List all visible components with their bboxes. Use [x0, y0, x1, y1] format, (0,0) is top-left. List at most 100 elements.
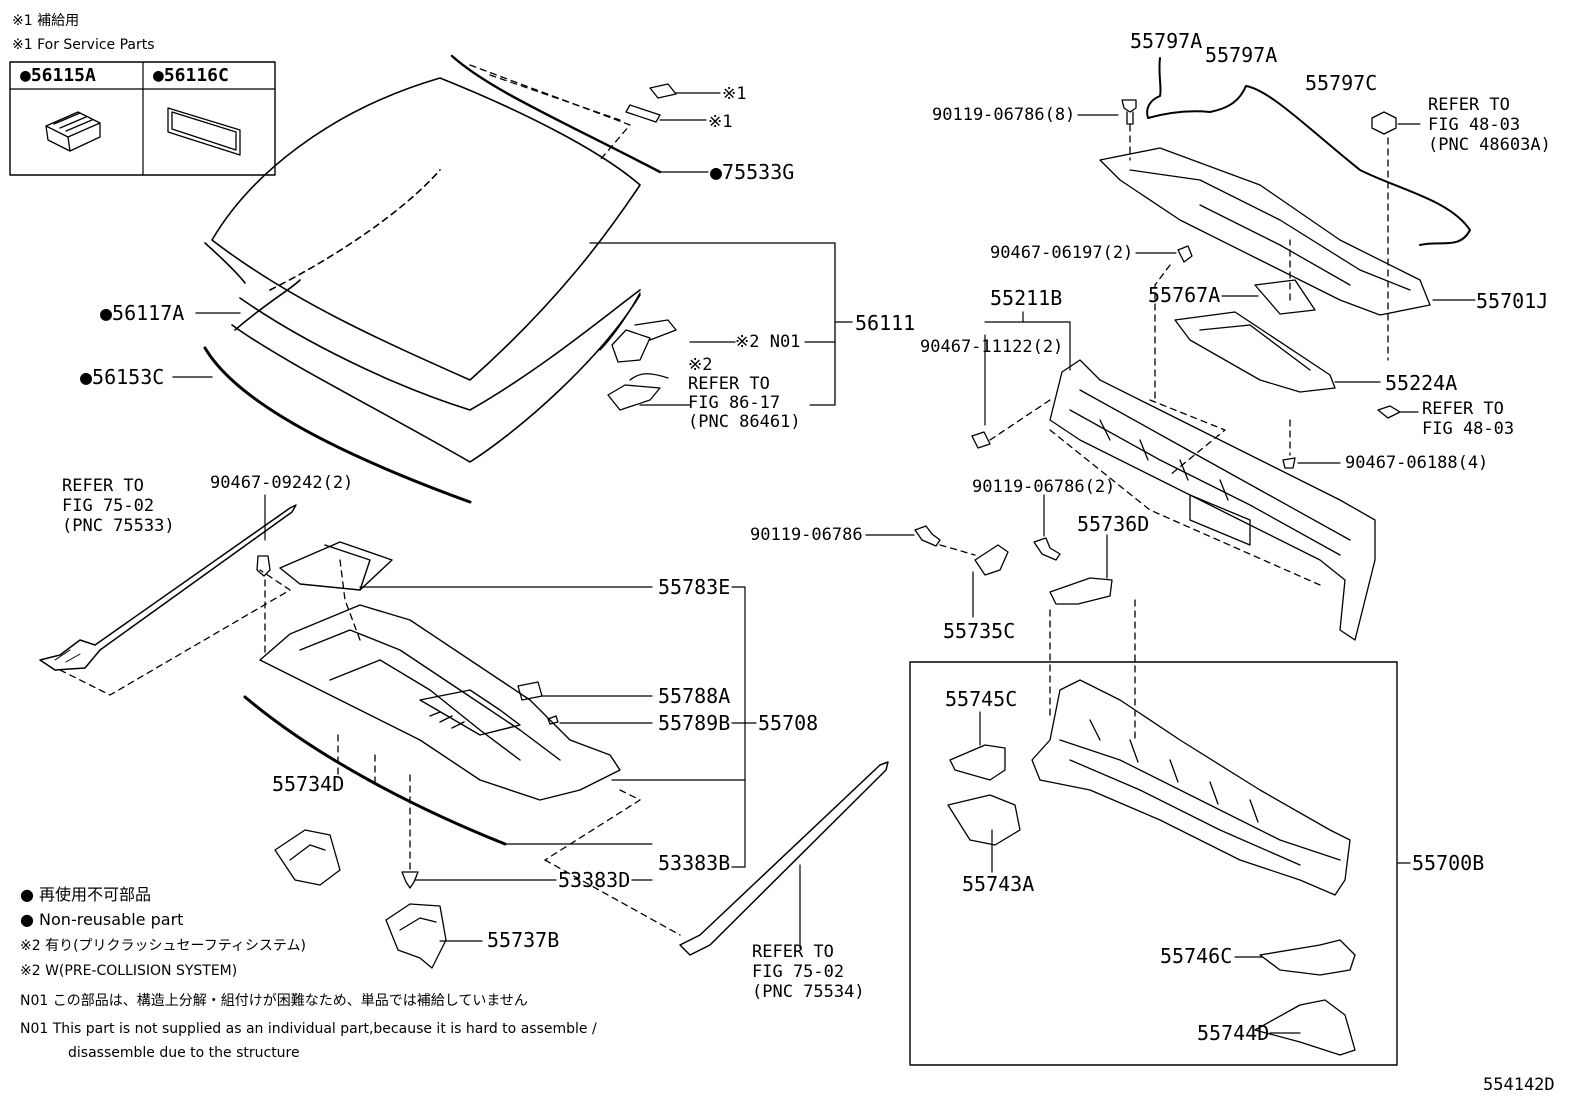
label-55767A: 55767A: [1148, 283, 1221, 307]
label-N01: ※2 N01: [735, 332, 801, 352]
label-refer-48-03b-line2: FIG 48-03: [1422, 419, 1515, 439]
label-service-1b: ※1: [708, 112, 733, 132]
label-55743A: 55743A: [962, 872, 1035, 896]
cowl-panel-55708-drawing: [259, 541, 621, 801]
moulding-75533G-drawing: [450, 54, 662, 174]
clip-90467-11122-drawing: [971, 431, 991, 449]
bolt-90119-2-drawing: [1033, 537, 1061, 561]
bracket-55746C-drawing: [1259, 939, 1356, 976]
clips-service-parts-drawing: [625, 83, 677, 123]
legend-w2-en: ※2 W(PRE-COLLISION SYSTEM): [20, 963, 238, 979]
panel-55224A-drawing: [1174, 311, 1336, 393]
label-refer-48-03a-line2: FIG 48-03: [1428, 115, 1521, 135]
seal-55767A-drawing: [1254, 279, 1316, 315]
label-90119-06786-8: 90119-06786(8): [932, 105, 1076, 125]
label-55744D: 55744D: [1197, 1021, 1270, 1045]
legend-nonreuse-en: ● Non-reusable part: [20, 910, 184, 929]
label-55797C: 55797C: [1305, 71, 1378, 95]
leader-55211B: [984, 311, 1071, 426]
service-parts-box: [9, 61, 276, 176]
label-refer-75-02b-line3: (PNC 75534): [752, 982, 865, 1002]
hoses-55797-drawing: [1146, 57, 1471, 246]
clip-90467-09242-drawing: [256, 555, 271, 577]
service-note-en: ※1 For Service Parts: [12, 37, 155, 53]
clip-90467-06197-drawing: [1177, 245, 1193, 263]
legend-n01-jp: N01 この部品は、構造上分解・組付けが困難なため、単品では補給していません: [20, 993, 528, 1009]
side-moulding-75533-drawing: [39, 504, 297, 671]
label-55788A: 55788A: [658, 684, 731, 708]
label-55789B: 55789B: [658, 711, 731, 735]
label-55736D: 55736D: [1077, 512, 1150, 536]
label-75533G: ●75533G: [710, 160, 795, 184]
label-refer-86-17-line1: REFER TO: [688, 374, 770, 394]
label-refer-75-02a-line1: REFER TO: [62, 476, 144, 496]
legend-w2-jp: ※2 有り(プリクラッシュセーフティシステム): [20, 938, 306, 954]
dashed-guides-mid: [1049, 599, 1136, 741]
dashed-guides-top: [469, 64, 631, 161]
leader-56111: [172, 242, 853, 406]
label-55797A-1: 55797A: [1130, 29, 1203, 53]
label-refer-75-02a-line3: (PNC 75533): [62, 516, 175, 536]
service-part-56116C: ●56116C: [153, 65, 229, 86]
label-55797A-2: 55797A: [1205, 43, 1278, 67]
windshield-glass-drawing: [204, 77, 641, 463]
label-55224A: 55224A: [1385, 371, 1458, 395]
label-90119-06786: 90119-06786: [750, 525, 863, 545]
service-part-56115A: ●56115A: [20, 65, 96, 86]
pad-56116C-icon: [167, 107, 241, 156]
label-refer-86-17-line2: FIG 86-17: [688, 393, 781, 413]
label-56111: 56111: [855, 311, 916, 335]
label-90467-06197: 90467-06197(2): [990, 243, 1134, 263]
panel-55700B-drawing: [1031, 679, 1351, 896]
leader-55708: [359, 586, 757, 942]
assembly-55700B-frame: [909, 661, 1398, 1066]
label-refer-86-17-line3: (PNC 86461): [688, 412, 801, 432]
label-55700B: 55700B: [1412, 851, 1485, 875]
bracket-55734D-drawing: [274, 829, 341, 886]
dashed-guides-lower-left: [337, 734, 681, 936]
legend-n01-en-2: disassemble due to the structure: [68, 1045, 300, 1061]
label-refer-48-03b-line1: REFER TO: [1422, 399, 1504, 419]
label-55746C: 55746C: [1160, 944, 1233, 968]
dashed-guides-right: [989, 399, 1321, 586]
bracket-55743A-drawing: [947, 794, 1021, 846]
sensor-bracket-drawing: [599, 292, 677, 411]
label-90467-11122: 90467-11122(2): [920, 337, 1064, 357]
bracket-55735C-drawing: [974, 544, 1009, 576]
label-refer-75-02b-line2: FIG 75-02: [752, 962, 845, 982]
label-56153C: ●56153C: [80, 365, 165, 389]
label-53383B: 53383B: [658, 851, 731, 875]
small-parts-drawing: [243, 681, 559, 846]
label-refer-48-03a-line1: REFER TO: [1428, 95, 1510, 115]
nut-48603A-drawing: [1371, 111, 1397, 135]
label-55211B: 55211B: [990, 286, 1063, 310]
washer-48-03-drawing: [1377, 405, 1401, 419]
service-note-jp: ※1 補給用: [12, 13, 80, 29]
bracket-55745C-drawing: [949, 744, 1006, 781]
clip-56115A-icon: [45, 111, 101, 152]
label-service-1a: ※1: [722, 84, 747, 104]
legend-n01-en-1: N01 This part is not supplied as an indi…: [20, 1021, 597, 1037]
label-90119-06786-2: 90119-06786(2): [972, 477, 1116, 497]
bolt-90119-8-drawing: [1121, 99, 1137, 125]
diagram-id: 554142D: [1483, 1075, 1555, 1095]
bracket-55737B-drawing: [385, 903, 447, 969]
label-55708: 55708: [758, 711, 819, 735]
label-55735C: 55735C: [943, 619, 1016, 643]
bracket-55744D-drawing: [1254, 999, 1356, 1056]
label-55745C: 55745C: [945, 687, 1018, 711]
label-55783E: 55783E: [658, 575, 731, 599]
moulding-56153C-drawing: [203, 346, 472, 504]
label-90467-06188: 90467-06188(4): [1345, 453, 1489, 473]
label-53383D: 53383D: [558, 868, 631, 892]
panel-55211B-drawing: [1049, 359, 1376, 641]
clip-90467-06188-drawing: [1282, 457, 1296, 469]
label-refer-48-03a-line3: (PNC 48603A): [1428, 135, 1551, 155]
label-55701J: 55701J: [1476, 289, 1549, 313]
screw-53383D-drawing: [401, 871, 419, 889]
label-56117A: ●56117A: [100, 301, 185, 325]
side-moulding-75534-drawing: [679, 761, 889, 956]
label-90467-09242: 90467-09242(2): [210, 473, 354, 493]
label-55734D: 55734D: [272, 772, 345, 796]
